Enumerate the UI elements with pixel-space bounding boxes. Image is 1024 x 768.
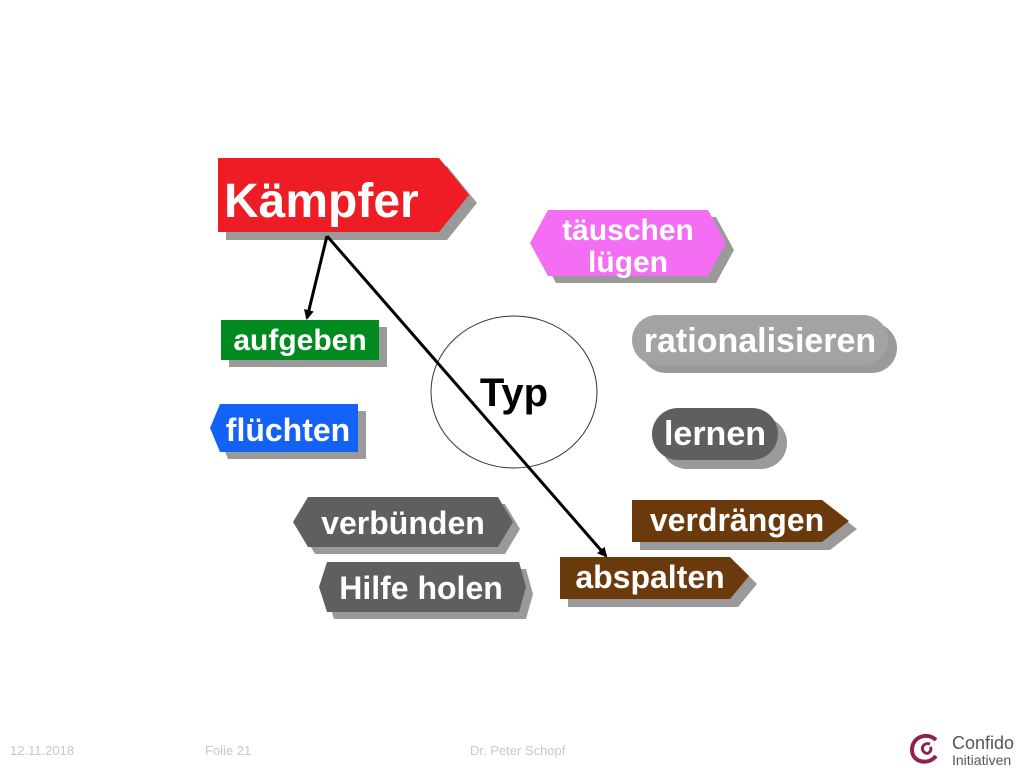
taeuschen-luegen-node: täuschen lügen bbox=[530, 210, 734, 283]
rationalisieren-shape bbox=[632, 315, 888, 365]
verbuenden-node: verbünden bbox=[293, 497, 520, 554]
luegen-label: lügen bbox=[588, 246, 668, 279]
fluechten-shape bbox=[210, 404, 358, 452]
verdraengen-shape bbox=[632, 500, 849, 542]
lernen-node: lernen bbox=[652, 408, 787, 469]
lernen-shape bbox=[652, 408, 778, 460]
hilfe-holen-shape bbox=[319, 562, 526, 612]
taeuschen-label: täuschen bbox=[562, 214, 694, 247]
verdraengen-node: verdrängen bbox=[632, 500, 857, 550]
abspalten-shape bbox=[560, 557, 749, 599]
aufgeben-shape bbox=[221, 320, 379, 360]
aufgeben-label: aufgeben bbox=[233, 324, 366, 357]
kaempfer-node: Kämpfer bbox=[218, 158, 477, 240]
lernen-label: lernen bbox=[664, 415, 766, 453]
logo-text-initiativen: Initiativen bbox=[952, 752, 1012, 768]
rationalisieren-node: rationalisieren bbox=[632, 315, 897, 373]
verdraengen-label: verdrängen bbox=[650, 502, 824, 538]
rationalisieren-label: rationalisieren bbox=[644, 322, 876, 360]
fluechten-node: flüchten bbox=[210, 404, 366, 459]
arrow-kaempfer-to-aufgeben bbox=[304, 235, 329, 320]
logo-text-confido: Confido bbox=[952, 733, 1015, 753]
verbuenden-shape bbox=[293, 497, 513, 547]
fluechten-label: flüchten bbox=[226, 412, 350, 448]
aufgeben-node: aufgeben bbox=[221, 320, 387, 367]
arrow-kaempfer-to-abspalten bbox=[325, 235, 608, 558]
hilfe-holen-node: Hilfe holen bbox=[319, 562, 533, 619]
kaempfer-label: Kämpfer bbox=[224, 175, 419, 228]
footer-author: Dr. Peter Schopf bbox=[470, 743, 566, 758]
confido-logo-icon bbox=[909, 733, 938, 764]
footer-date: 12.11.2018 bbox=[10, 743, 75, 758]
confido-logo: Confido Initiativen bbox=[904, 730, 1024, 768]
kaempfer-shape bbox=[218, 158, 469, 232]
hilfe-holen-label: Hilfe holen bbox=[339, 570, 503, 606]
verbuenden-label: verbünden bbox=[321, 505, 485, 541]
typ-node: Typ bbox=[430, 315, 598, 469]
abspalten-node: abspalten bbox=[560, 557, 757, 607]
abspalten-label: abspalten bbox=[575, 559, 724, 595]
typ-label: Typ bbox=[480, 371, 548, 415]
footer-slide-number: Folie 21 bbox=[205, 743, 252, 758]
taeuschen-shape bbox=[530, 210, 726, 276]
